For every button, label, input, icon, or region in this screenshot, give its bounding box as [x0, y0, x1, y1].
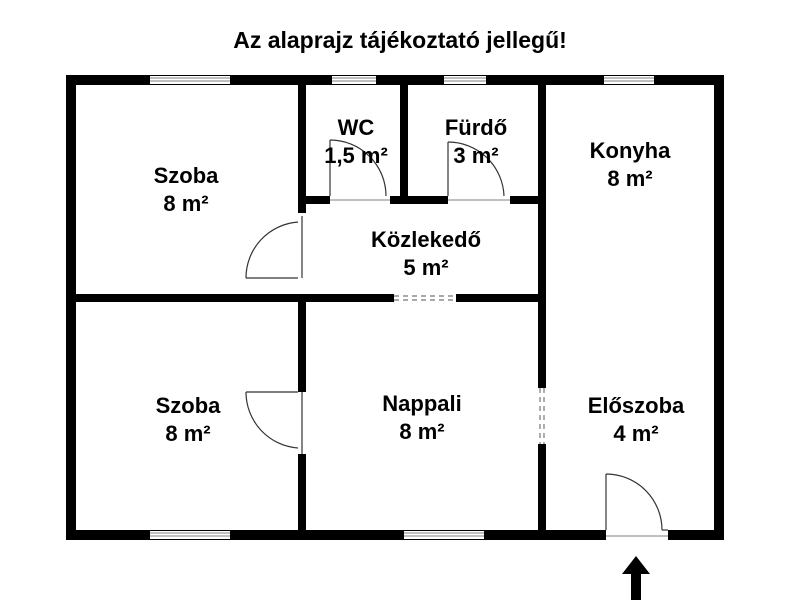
- door-szoba-bottom: [245, 391, 306, 454]
- room-name: Nappali: [382, 391, 462, 416]
- room-name: WC: [337, 115, 375, 140]
- room-name: Előszoba: [587, 393, 685, 418]
- room-area: 8 m²: [165, 421, 211, 446]
- window-top-szoba: [150, 76, 230, 84]
- room-name: Konyha: [589, 138, 671, 163]
- room-kozlekedo: Közlekedő 5 m²: [326, 226, 526, 282]
- room-area: 3 m²: [453, 143, 499, 168]
- room-szoba-top: Szoba 8 m²: [86, 162, 286, 218]
- outer-wall-right: [714, 75, 724, 540]
- room-area: 5 m²: [403, 255, 449, 280]
- wall-szoba-wc: [298, 85, 306, 213]
- room-szoba-bottom: Szoba 8 m²: [88, 392, 288, 448]
- wall-wc-furdo: [400, 85, 408, 203]
- plan-disclaimer: Az alaprajz tájékoztató jellegű!: [233, 27, 567, 53]
- room-name: Szoba: [155, 393, 221, 418]
- window-top-furdo: [444, 76, 486, 84]
- window-top-konyha: [604, 76, 654, 84]
- wall-wc-furdo-bottom: [306, 196, 538, 204]
- room-name: Szoba: [153, 163, 219, 188]
- arrow-up-icon: [622, 556, 650, 600]
- door-szoba-top: [245, 216, 306, 279]
- room-area: 8 m²: [163, 191, 209, 216]
- room-wc: WC 1,5 m²: [256, 114, 456, 170]
- opening-nappali-eloszoba: [538, 388, 546, 444]
- window-bottom-szoba: [150, 531, 230, 539]
- window-top-wc: [332, 76, 376, 84]
- room-area: 8 m²: [607, 166, 653, 191]
- wall-konyha-eloszoba: [538, 85, 546, 535]
- outer-wall-bottom: [66, 530, 724, 540]
- door-entrance: [605, 473, 668, 540]
- room-nappali: Nappali 8 m²: [322, 390, 522, 446]
- room-area: 4 m²: [613, 421, 659, 446]
- room-area: 8 m²: [399, 419, 445, 444]
- room-name: Fürdő: [444, 115, 508, 140]
- room-name: Közlekedő: [370, 227, 482, 252]
- room-area: 1,5 m²: [324, 143, 388, 168]
- opening-kozlekedo-nappali: [394, 294, 456, 302]
- room-eloszoba: Előszoba 4 m²: [536, 392, 736, 448]
- wall-mid-horizontal: [76, 294, 538, 302]
- door-furdo: [447, 141, 510, 204]
- room-furdo: Fürdő 3 m²: [376, 114, 576, 170]
- outer-wall-left: [66, 75, 76, 540]
- window-bottom-nappali: [404, 531, 484, 539]
- room-konyha: Konyha 8 m²: [530, 137, 730, 193]
- outer-wall-top: [66, 75, 724, 85]
- door-wc: [329, 139, 390, 204]
